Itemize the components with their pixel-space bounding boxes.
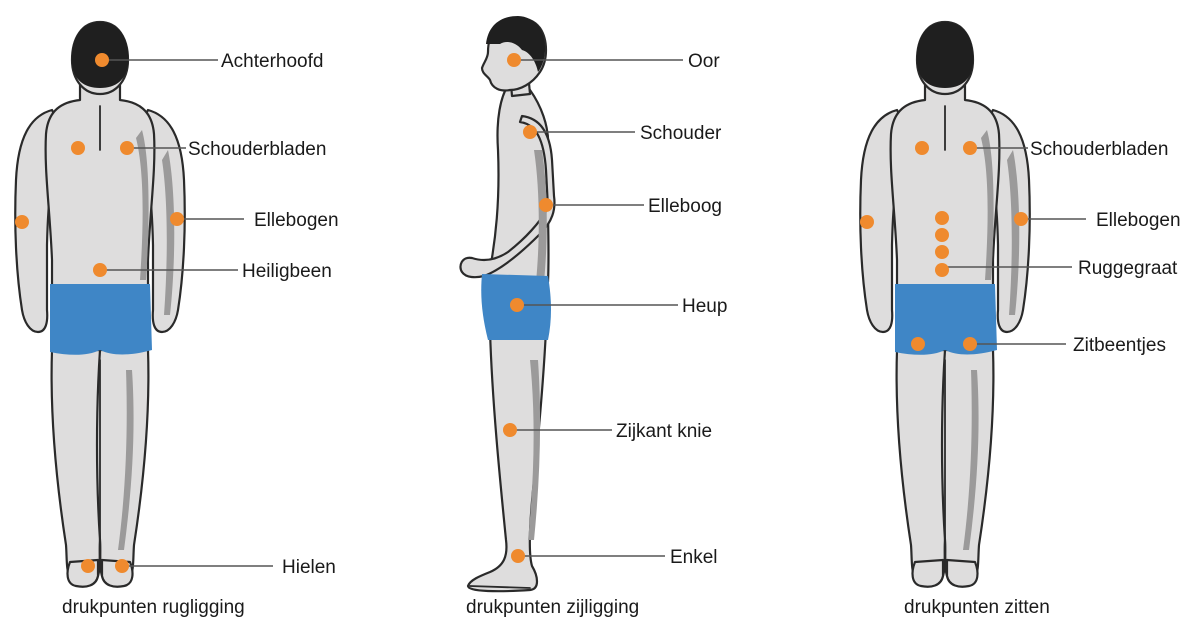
marker-schouder: Schouder [523, 123, 722, 144]
figure-rugligging [15, 22, 185, 587]
label-achterhoofd: Achterhoofd [221, 51, 323, 72]
label-schouderbladen-zitten: Schouderbladen [1030, 139, 1168, 160]
label-zitbeentjes: Zitbeentjes [1073, 335, 1166, 356]
label-oor: Oor [688, 51, 720, 72]
label-schouderbladen: Schouderbladen [188, 139, 326, 160]
label-ellebogen-zitten: Ellebogen [1096, 210, 1181, 231]
marker-achterhoofd: Achterhoofd [95, 51, 323, 72]
label-ruggegraat: Ruggegraat [1078, 258, 1178, 279]
caption-zitten: drukpunten zitten [904, 597, 1050, 617]
caption-rugligging: drukpunten rugligging [62, 597, 245, 617]
label-heiligbeen: Heiligbeen [242, 261, 332, 282]
label-ellebogen: Ellebogen [254, 210, 339, 231]
label-enkel: Enkel [670, 547, 718, 568]
label-elleboog: Elleboog [648, 196, 722, 217]
figure-zijligging [460, 16, 554, 591]
label-knie: Zijkant knie [616, 421, 712, 442]
label-schouder: Schouder [640, 123, 722, 144]
marker-enkel: Enkel [511, 547, 718, 568]
label-heup: Heup [682, 296, 727, 317]
marker-elleboog: Elleboog [539, 196, 722, 217]
label-hielen: Hielen [282, 557, 336, 578]
caption-zijligging: drukpunten zijligging [466, 597, 639, 617]
figure-zitten [860, 22, 1030, 587]
